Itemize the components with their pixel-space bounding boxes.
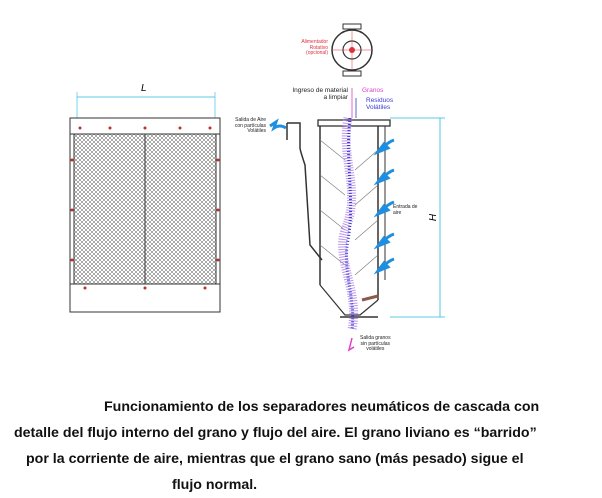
dimension-l-label: L xyxy=(141,83,147,94)
front-view xyxy=(69,92,221,313)
separator-side-view xyxy=(286,88,445,331)
dimension-h-label: H xyxy=(428,213,440,222)
grains-label: Granos xyxy=(362,87,384,94)
figure-caption: Funcionamiento de los separadores neumát… xyxy=(14,399,540,493)
air-inlet-arrows xyxy=(373,138,395,275)
grain-outlet-arrow xyxy=(347,337,355,352)
rotary-feeder-icon xyxy=(331,23,373,77)
air-outlet-arrow xyxy=(269,118,287,132)
